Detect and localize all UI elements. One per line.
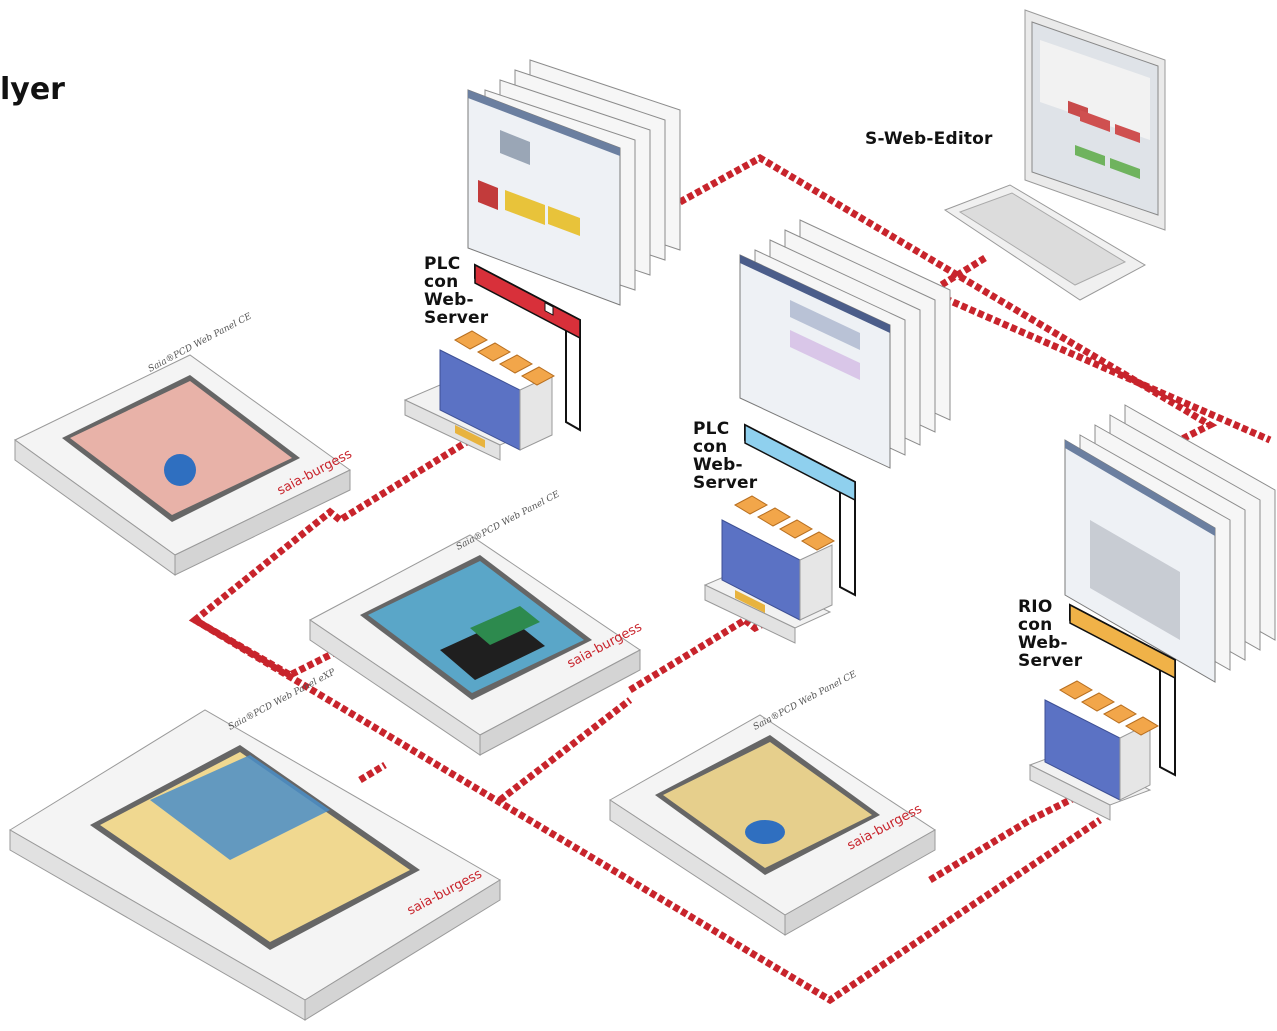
s-web-editor-label: S-Web-Editor — [865, 129, 993, 149]
panel4-caption: Saia®PCD Web Panel CE — [752, 669, 859, 732]
internet-explorer-icon — [745, 820, 785, 844]
screen-stack-right — [1064, 404, 1276, 683]
rio-orange-unit — [1028, 603, 1176, 821]
cable-panel-right-to-rio — [928, 786, 1092, 884]
internet-explorer-icon — [150, 755, 330, 860]
netscape-icon — [440, 618, 545, 680]
plc-red-unit — [403, 263, 581, 461]
panel2-caption: Saia®PCD Web Panel CE — [455, 489, 562, 552]
plc-blue-label: PLC con Web- Server — [693, 419, 758, 493]
cable-backbone-to-plc-blue — [497, 697, 633, 803]
screen-stack-middle — [739, 219, 951, 469]
web-panel-bottom-left-large: saia-burgess Saia®PCD Web Panel eXP — [9, 667, 501, 1021]
rio-orange-label: RIO con Web- Server — [1018, 597, 1083, 671]
cable-panel-bottom-to-backbone — [358, 761, 387, 784]
editor-workstation — [943, 9, 1166, 301]
web-panel-center: saia-burgess Saia®PCD Web Panel CE — [309, 489, 645, 756]
plc-blue-unit — [703, 423, 856, 644]
internet-explorer-icon — [164, 454, 196, 486]
plc-red-label: PLC con Web- Server — [424, 254, 489, 328]
web-panel-bottom-right: saia-burgess Saia®PCD Web Panel CE — [609, 669, 936, 936]
page-title-fragment: lyer — [0, 72, 65, 107]
cable-main-backbone — [193, 616, 1102, 1005]
network-cables — [188, 153, 1272, 1005]
screen-stack-top — [467, 59, 681, 306]
cable-screens-top-to-editor — [678, 153, 1218, 444]
web-panel-top-left: saia-burgess Saia®PCD Web Panel CE — [14, 311, 355, 576]
cable-plc-red-to-panels — [188, 437, 472, 679]
panel3-caption: Saia®PCD Web Panel eXP — [227, 667, 338, 733]
